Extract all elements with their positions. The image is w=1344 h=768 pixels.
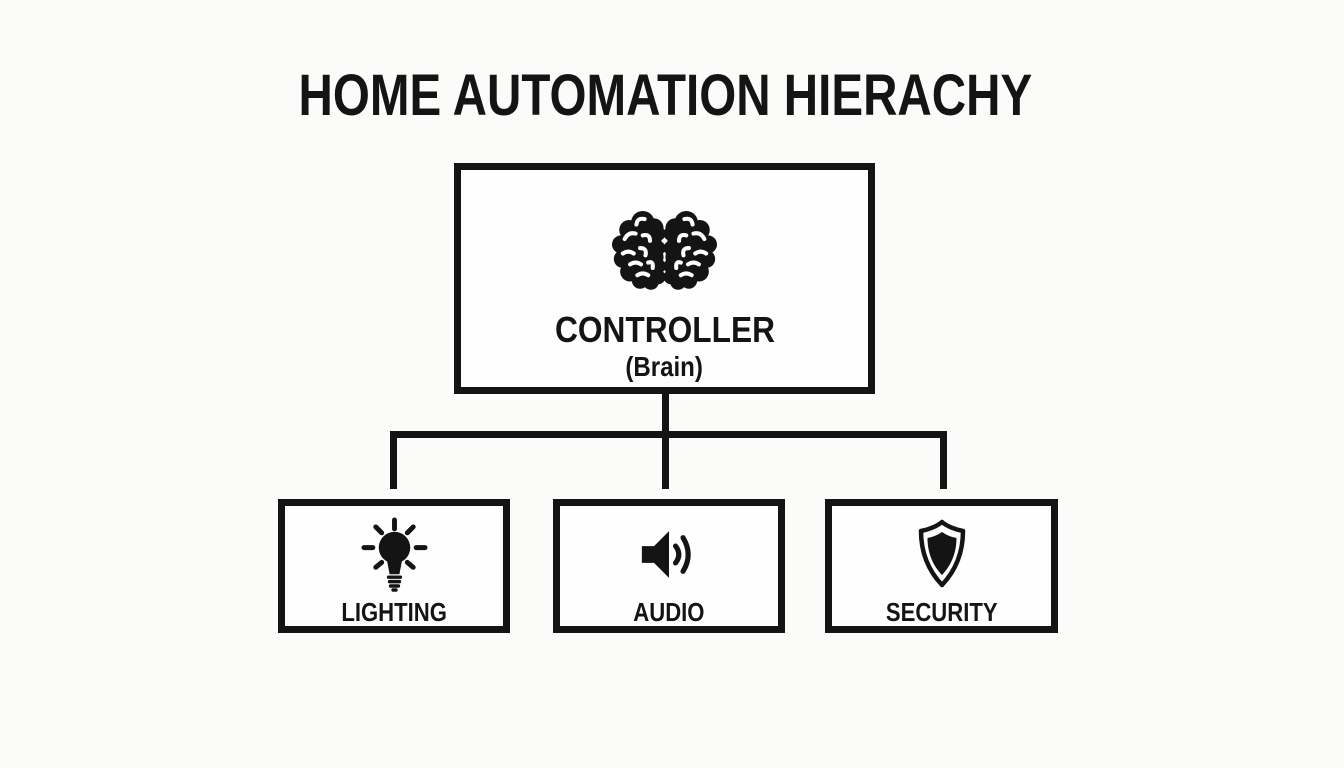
audio-label: AUDIO	[633, 597, 705, 627]
diagram-title-text: HOME AUTOMATION HIERACHY	[298, 63, 1032, 128]
lighting-label: LIGHTING	[341, 597, 447, 627]
controller-label: CONTROLLER	[554, 309, 775, 350]
node-audio: AUDIO	[553, 499, 785, 633]
security-label: SECURITY	[885, 597, 998, 627]
node-security: SECURITY	[825, 499, 1058, 633]
connector-horizontal-bus	[390, 431, 947, 438]
diagram-title: HOME AUTOMATION HIERACHY	[0, 63, 1330, 128]
node-controller: CONTROLLER (Brain)	[454, 163, 875, 394]
lightbulb-icon	[360, 512, 428, 596]
controller-sublabel: (Brain)	[625, 351, 704, 382]
shield-icon	[916, 512, 968, 596]
connector-drop-audio	[662, 438, 669, 489]
connector-drop-security	[940, 431, 947, 489]
speaker-icon	[640, 512, 698, 596]
connector-controller-stub	[662, 390, 669, 432]
connector-drop-lighting	[390, 431, 397, 489]
node-lighting: LIGHTING	[278, 499, 510, 633]
brain-icon	[612, 194, 717, 312]
